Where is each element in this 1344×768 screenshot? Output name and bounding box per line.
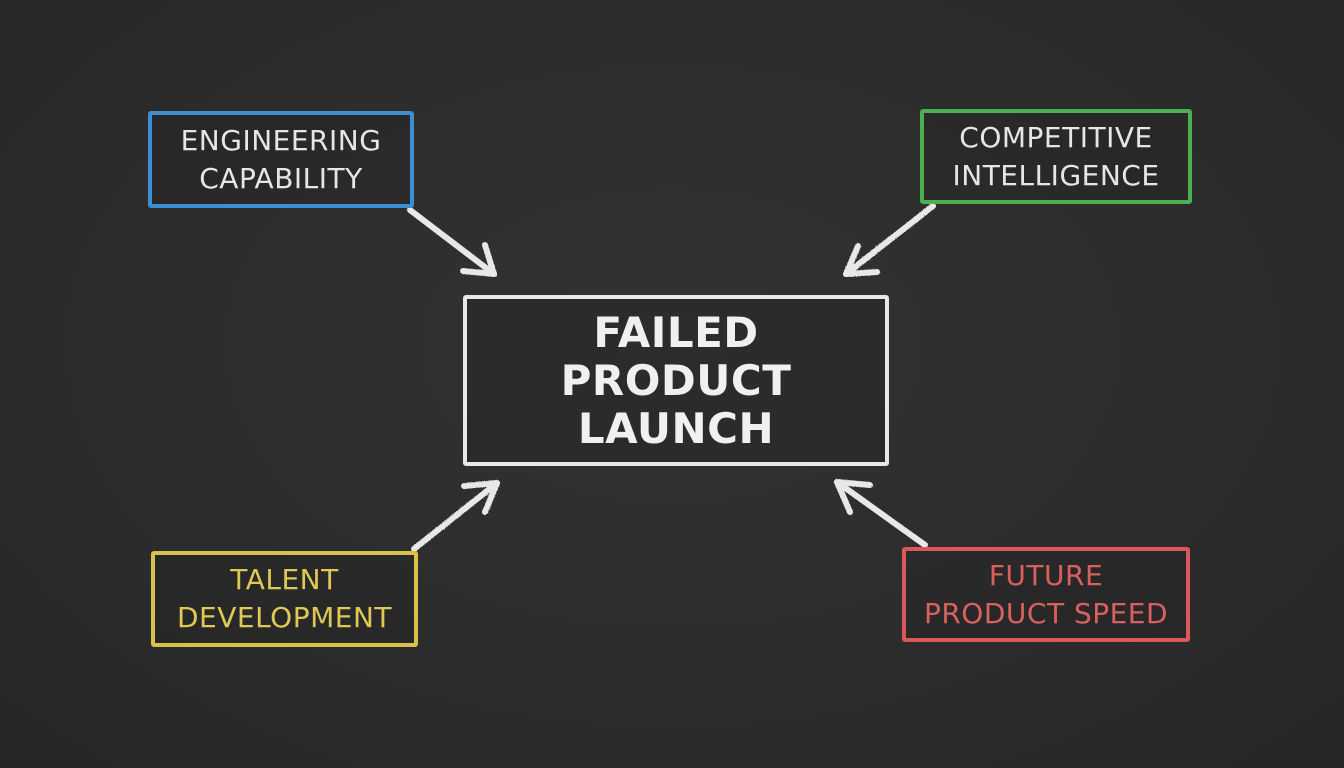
center-line-2: PRODUCT [560,355,792,405]
central-node-failed-product-launch: FAILED PRODUCT LAUNCH [463,295,889,466]
center-line-1: FAILED [593,307,759,357]
node-label-line-1: ENGINEERING [180,123,382,157]
node-label-line-1: FUTURE [988,558,1104,592]
node-label-line-2: INTELLIGENCE [952,158,1160,192]
node-label-line-1: COMPETITIVE [959,120,1153,154]
node-label-line-2: CAPABILITY [199,161,363,195]
node-future-product-speed: FUTURE PRODUCT SPEED [902,547,1190,642]
node-label-line-1: TALENT [230,563,339,596]
node-label-line-2: DEVELOPMENT [176,601,393,634]
center-line-3: LAUNCH [577,403,775,453]
node-competitive-intelligence: COMPETITIVE INTELLIGENCE [920,109,1192,204]
node-label-line-2: PRODUCT SPEED [923,596,1169,630]
node-engineering-capability: ENGINEERING CAPABILITY [148,111,414,208]
node-talent-development: TALENT DEVELOPMENT [151,551,418,647]
